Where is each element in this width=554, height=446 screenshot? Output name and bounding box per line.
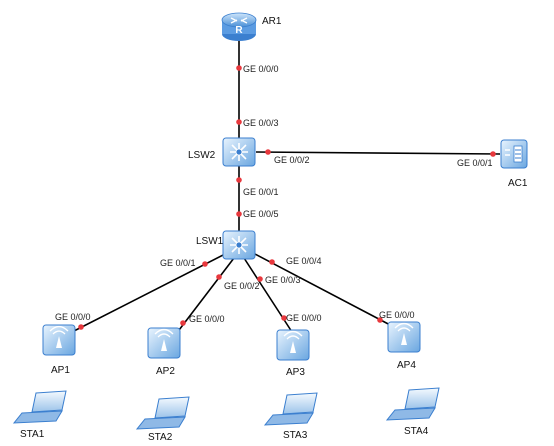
port-label-lsw1-ge0-0-2: GE 0/0/2 [224,281,260,291]
port-dot-ac1-ge0-0-1 [490,151,496,157]
port-label-ap1-ge0-0-0: GE 0/0/0 [55,312,91,322]
port-dots [78,65,496,330]
link-lsw2-ac1[interactable] [255,151,501,155]
device-ac1[interactable]: AC1 [500,139,528,189]
port-dot-lsw2-ge0-0-2 [265,149,271,155]
device-label-ap3: AP3 [286,367,305,378]
device-label-ap4: AP4 [397,360,416,371]
access-point-icon [387,321,421,353]
device-sta3[interactable]: STA3 [263,392,318,441]
laptop-icon [135,396,190,430]
device-ar1[interactable]: R AR1 [221,12,282,41]
port-dot-ap1-ge0-0-0 [78,324,84,330]
access-controller-icon [500,139,528,169]
port-label-ap4-ge0-0-0: GE 0/0/0 [379,310,415,320]
port-label-lsw2-ge0-0-3: GE 0/0/3 [243,118,279,128]
device-ap1[interactable]: AP1 [42,324,76,376]
port-dot-lsw1-ge0-0-2 [216,274,222,280]
port-label-lsw1-ge0-0-4: GE 0/0/4 [286,256,322,266]
device-label-sta1: STA1 [20,429,45,440]
port-dot-ap4-ge0-0-0 [377,317,383,323]
device-label-sta3: STA3 [283,430,308,441]
port-dot-ar1-ge0-0-0 [236,65,242,71]
device-sta1[interactable]: STA1 [12,390,67,440]
device-label-sta2: STA2 [148,432,173,443]
port-dot-lsw2-ge0-0-1 [236,177,242,183]
link-lsw1-ap2[interactable] [175,257,235,335]
l3-switch-icon [222,137,256,167]
device-label-lsw1: LSW1 [196,236,224,247]
device-ap2[interactable]: AP2 [147,327,181,377]
port-label-lsw2-ge0-0-1: GE 0/0/1 [243,187,279,197]
device-label-ar1: AR1 [262,16,282,27]
link-lsw1-ap4[interactable] [252,252,395,328]
laptop-icon [12,390,67,424]
device-ap4[interactable]: AP4 [387,321,421,371]
port-labels: GE 0/0/0 GE 0/0/3 GE 0/0/2 GE 0/0/1 GE 0… [55,64,493,324]
laptop-icon [385,387,440,421]
port-dot-ap2-ge0-0-0 [180,320,186,326]
links [71,40,501,335]
access-point-icon [276,329,310,361]
port-dot-lsw2-ge0-0-3 [236,119,242,125]
device-lsw2[interactable]: LSW2 [188,137,256,167]
router-icon: R [221,12,257,41]
svg-text:R: R [235,25,243,36]
device-ap3[interactable]: AP3 [276,329,310,378]
port-label-lsw1-ge0-0-3: GE 0/0/3 [265,275,301,285]
device-label-ap2: AP2 [156,366,175,377]
access-point-icon [42,324,76,356]
laptop-icon [263,392,318,426]
port-dot-lsw1-ge0-0-3 [257,276,263,282]
port-label-lsw1-ge0-0-1: GE 0/0/1 [160,258,196,268]
device-label-sta4: STA4 [404,426,429,437]
port-dot-lsw1-ge0-0-1 [202,261,208,267]
port-label-ac1-ge0-0-1: GE 0/0/1 [457,158,493,168]
device-label-ac1: AC1 [508,178,528,189]
device-label-lsw2: LSW2 [188,150,216,161]
port-label-ap3-ge0-0-0: GE 0/0/0 [286,313,322,323]
device-sta2[interactable]: STA2 [135,396,190,443]
device-label-ap1: AP1 [51,365,70,376]
device-lsw1[interactable]: LSW1 [196,230,256,260]
access-point-icon [147,327,181,359]
device-sta4[interactable]: STA4 [385,387,440,437]
l3-switch-icon [222,230,256,260]
port-label-lsw1-ge0-0-5: GE 0/0/5 [243,209,279,219]
port-label-ar1-ge0-0-0: GE 0/0/0 [243,64,279,74]
port-label-lsw2-ge0-0-2: GE 0/0/2 [274,155,310,165]
port-dot-ap3-ge0-0-0 [281,315,287,321]
port-dot-lsw1-ge0-0-5 [236,211,242,217]
port-label-ap2-ge0-0-0: GE 0/0/0 [189,314,225,324]
port-dot-lsw1-ge0-0-4 [269,259,275,265]
